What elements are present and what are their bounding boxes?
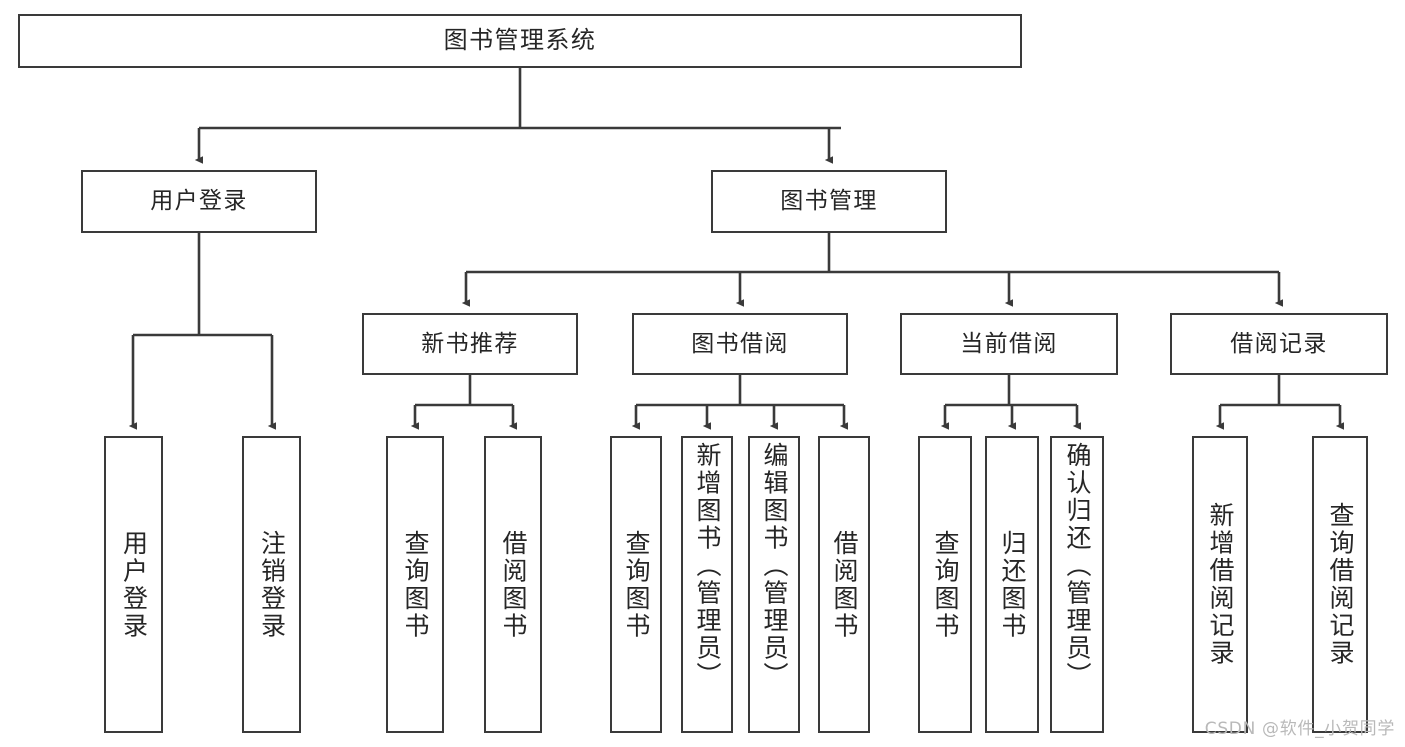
leaf-borrow-book-1-label: 借阅图书 <box>499 529 528 640</box>
leaf-borrow-book-2[interactable]: 借阅图书 <box>818 436 870 733</box>
leaf-add-book[interactable]: 新增图书（管理员） <box>681 436 733 733</box>
leaf-confirm-return[interactable]: 确认归还（管理员） <box>1050 436 1104 733</box>
leaf-edit-book[interactable]: 编辑图书（管理员） <box>748 436 800 733</box>
node-book-borrow-label: 图书借阅 <box>691 330 789 357</box>
leaf-query-book-1[interactable]: 查询图书 <box>386 436 444 733</box>
node-root-label: 图书管理系统 <box>443 26 597 55</box>
leaf-query-book-3-label: 查询图书 <box>931 529 960 640</box>
leaf-logout-login[interactable]: 注销登录 <box>242 436 301 733</box>
leaf-logout-login-label: 注销登录 <box>257 529 287 640</box>
node-new-book-recommend-label: 新书推荐 <box>421 330 519 357</box>
leaf-add-record[interactable]: 新增借阅记录 <box>1192 436 1248 733</box>
leaf-add-book-label: 新增图书（管理员） <box>693 442 722 690</box>
node-user-login[interactable]: 用户登录 <box>81 170 317 233</box>
leaf-query-record[interactable]: 查询借阅记录 <box>1312 436 1368 733</box>
csdn-watermark: CSDN @软件_小贺同学 <box>1204 719 1395 739</box>
leaf-borrow-book-1[interactable]: 借阅图书 <box>484 436 542 733</box>
node-current-borrow[interactable]: 当前借阅 <box>900 313 1118 375</box>
node-new-book-recommend[interactable]: 新书推荐 <box>362 313 578 375</box>
leaf-confirm-return-label: 确认归还（管理员） <box>1063 442 1092 690</box>
node-borrow-record-label: 借阅记录 <box>1230 330 1328 357</box>
leaf-query-book-1-label: 查询图书 <box>401 529 430 640</box>
node-book-borrow[interactable]: 图书借阅 <box>632 313 848 375</box>
node-current-borrow-label: 当前借阅 <box>960 330 1058 357</box>
leaf-return-book[interactable]: 归还图书 <box>985 436 1039 733</box>
leaf-edit-book-label: 编辑图书（管理员） <box>760 442 789 690</box>
leaf-borrow-book-2-label: 借阅图书 <box>830 529 859 640</box>
node-borrow-record[interactable]: 借阅记录 <box>1170 313 1388 375</box>
leaf-add-record-label: 新增借阅记录 <box>1206 502 1235 667</box>
leaf-query-record-label: 查询借阅记录 <box>1326 502 1355 667</box>
leaf-query-book-3[interactable]: 查询图书 <box>918 436 972 733</box>
leaf-user-login-label: 用户登录 <box>119 529 149 640</box>
leaf-query-book-2[interactable]: 查询图书 <box>610 436 662 733</box>
leaf-return-book-label: 归还图书 <box>998 529 1027 640</box>
node-user-login-label: 用户登录 <box>150 188 248 215</box>
node-book-manage[interactable]: 图书管理 <box>711 170 947 233</box>
leaf-user-login[interactable]: 用户登录 <box>104 436 163 733</box>
node-root[interactable]: 图书管理系统 <box>18 14 1022 68</box>
node-book-manage-label: 图书管理 <box>780 188 878 215</box>
leaf-query-book-2-label: 查询图书 <box>622 529 651 640</box>
